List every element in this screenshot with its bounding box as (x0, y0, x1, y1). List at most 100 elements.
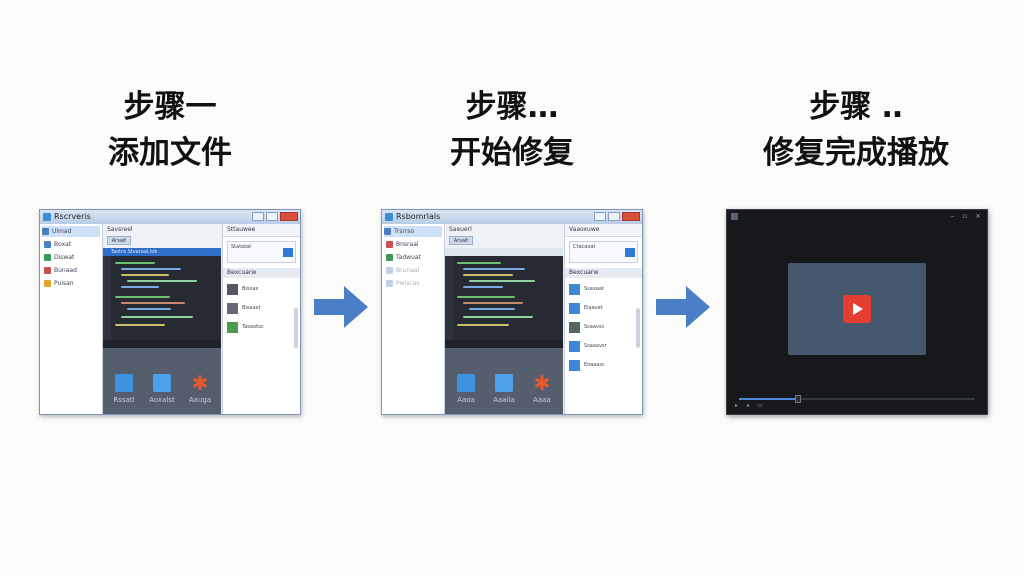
sidebar-item[interactable]: Brunaal (386, 265, 442, 276)
step-2-caption: 开始修复 (450, 135, 574, 171)
box-icon (153, 374, 171, 392)
file-icon (386, 254, 393, 261)
sidebar-item[interactable]: Puisan (44, 278, 100, 289)
tool-item[interactable]: ✱ Aauga (188, 371, 212, 404)
right-panel: Sttauwee Statatat Bexcuarw Bisxax Bisaax… (222, 224, 300, 414)
app-window-step-2: Rsbomrlals Trsrrso Bnsraal Tadwuat Bruna… (381, 209, 643, 415)
sidebar-item[interactable]: Ulmad (42, 226, 100, 237)
file-icon (386, 241, 393, 248)
volume-icon[interactable]: ◂ (746, 402, 750, 409)
step-3-title: 步骤 ‥ 修复完成播放 (736, 84, 976, 176)
sidebar-item[interactable]: Bunaad (44, 265, 100, 276)
tool-item[interactable]: ✱ Aaaa (533, 371, 551, 404)
minimize-button[interactable] (252, 212, 264, 221)
selected-file-bar[interactable] (445, 248, 563, 256)
app-icon (731, 213, 738, 220)
tree-icon (227, 321, 238, 333)
maximize-button[interactable]: ▫ (962, 212, 968, 220)
box-icon (457, 374, 475, 392)
flow-arrow-1-icon (314, 286, 368, 328)
tool-item[interactable]: Aaaila (489, 374, 519, 404)
list-item[interactable]: Bisxax (227, 281, 296, 297)
close-button[interactable]: × (975, 212, 981, 220)
tools-panel: Rssatl Aoxalst ✱ Aauga (103, 348, 221, 414)
play-icon (853, 303, 863, 315)
file-icon (44, 254, 51, 261)
file-icon (569, 302, 580, 314)
folder-icon (44, 280, 51, 287)
sidebar-item[interactable]: Trsrrso (384, 226, 442, 237)
sidebar-item[interactable]: Bnsraal (386, 239, 442, 250)
play-small-icon[interactable]: ▸ (735, 402, 739, 409)
window-titlebar: Rsbomrlals (382, 210, 642, 224)
tool-item[interactable]: Aaoa (451, 374, 481, 404)
list-item[interactable]: Tasaotoc (227, 319, 296, 335)
list-item[interactable]: Eoaaasc (569, 357, 638, 373)
file-icon (44, 241, 51, 248)
panel-tab[interactable]: Vaaoxuwe (565, 224, 642, 237)
sidebar-item[interactable]: Diswat (44, 252, 100, 263)
minimize-button[interactable]: – (950, 212, 955, 220)
video-frame[interactable] (788, 263, 926, 355)
list-item[interactable]: Ssaxaat (569, 281, 638, 297)
middle-panel: Savsreel Arsalt Tastra Stvaraal.lok Rssa… (103, 224, 221, 414)
file-icon (569, 359, 580, 371)
play-button[interactable] (843, 295, 871, 323)
panel-tab[interactable]: Sttauwee (223, 224, 300, 237)
list-header: Bexcuarw (565, 268, 642, 278)
list-item[interactable]: Bisaaxt (227, 300, 296, 316)
scrollbar[interactable] (294, 308, 298, 348)
maximize-button[interactable] (608, 212, 620, 221)
grid-icon (227, 283, 238, 295)
go-button[interactable] (283, 248, 293, 257)
code-view (445, 256, 563, 348)
scrollbar[interactable] (636, 308, 640, 348)
step-3-label: 步骤 ‥ (809, 89, 903, 125)
file-icon (44, 267, 51, 274)
flow-arrow-2-icon (656, 286, 710, 328)
sidebar-item[interactable]: Boxat (44, 239, 100, 250)
seek-bar[interactable] (739, 395, 975, 403)
add-button[interactable]: Arsalt (449, 236, 473, 245)
folder-icon (42, 228, 49, 235)
grid-icon (227, 302, 238, 314)
file-icon (569, 340, 580, 352)
info-box: Ctacaxat (569, 241, 638, 263)
panel-header: Savsreel (107, 226, 133, 233)
panel-header: Saeuerl (449, 226, 472, 233)
selected-file-bar[interactable]: Tastra Stvaraal.lok (103, 248, 221, 256)
list-item[interactable]: Ssaavss (569, 319, 638, 335)
file-icon (386, 267, 393, 274)
sidebar: Ulmad Boxat Diswat Bunaad Puisan (40, 224, 103, 414)
repair-icon: ✱ (191, 371, 209, 395)
window-titlebar: Rscrveris (40, 210, 300, 224)
app-icon (43, 213, 51, 221)
close-button[interactable] (622, 212, 640, 221)
info-box: Statatat (227, 241, 296, 263)
tool-item[interactable]: Aoxalst (147, 374, 177, 404)
close-button[interactable] (280, 212, 298, 221)
minimize-button[interactable] (594, 212, 606, 221)
step-1-title: 步骤一 添加文件 (70, 84, 270, 176)
sidebar-item[interactable]: Pwiscas (386, 278, 442, 289)
app-icon (385, 213, 393, 221)
list-item[interactable]: Ssaaavsr (569, 338, 638, 354)
grid-icon (569, 321, 580, 333)
player-controls: ▸ ◂ ▭ (735, 402, 763, 409)
seek-handle[interactable] (795, 395, 801, 403)
step-3-caption: 修复完成播放 (763, 135, 949, 171)
maximize-button[interactable] (266, 212, 278, 221)
repair-icon: ✱ (533, 371, 551, 395)
app-window-step-1: Rscrveris Ulmad Boxat Diswat Bunaad Puis… (39, 209, 301, 415)
add-button[interactable]: Arsalt (107, 236, 131, 245)
video-player-window: – ▫ × ▸ ◂ ▭ (726, 209, 988, 415)
step-2-title: 步骤… 开始修复 (412, 84, 612, 176)
sidebar-item[interactable]: Tadwuat (386, 252, 442, 263)
list-item[interactable]: Eiaavat (569, 300, 638, 316)
sidebar: Trsrrso Bnsraal Tadwuat Brunaal Pwiscas (382, 224, 445, 414)
step-2-label: 步骤… (465, 89, 559, 125)
go-button[interactable] (625, 248, 635, 257)
fullscreen-icon[interactable]: ▭ (757, 402, 763, 409)
tool-item[interactable]: Rssatl (109, 374, 139, 404)
box-icon (115, 374, 133, 392)
